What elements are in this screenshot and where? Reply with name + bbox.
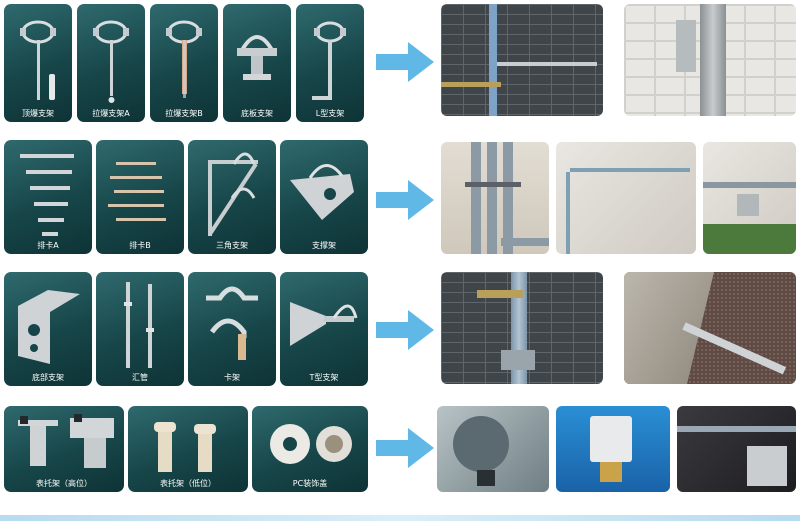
tile-label: 排卡B	[129, 241, 151, 250]
arrow-right-icon	[376, 180, 434, 220]
tile-label: PC装饰盖	[292, 479, 328, 488]
pull-expansion-bracket-a-icon	[93, 20, 129, 103]
installation-photo	[556, 142, 696, 254]
installation-photo	[437, 406, 549, 492]
tile-label: 排卡A	[37, 241, 59, 250]
tile-label: 卡架	[224, 373, 240, 382]
bottom-bracket-icon	[18, 290, 80, 364]
pull-expansion-bracket-b-icon	[166, 20, 202, 98]
product-tile-meter-low[interactable]: 表托架（低位）	[128, 406, 248, 492]
installation-photo	[556, 406, 670, 492]
tile-label: 底部支架	[32, 373, 64, 382]
product-tile-base-plate[interactable]: 底板支架	[223, 4, 291, 122]
tile-label: L型支架	[315, 109, 345, 118]
meter-bracket-high-icon	[18, 414, 114, 468]
tile-label: 底板支架	[241, 109, 273, 118]
installation-photo	[677, 406, 796, 492]
installation-photo	[703, 142, 796, 254]
arrow-right-icon	[376, 42, 434, 82]
product-tile-meter-high[interactable]: 表托架（高位）	[4, 406, 124, 492]
tile-label: 表托架（高位）	[36, 479, 92, 488]
decorative-bottom-band	[0, 515, 800, 521]
product-tile-row-clamp-b[interactable]: 排卡B	[96, 140, 184, 254]
meter-bracket-low-icon	[154, 422, 216, 472]
installation-photo	[624, 4, 796, 116]
product-tile-pull-expansion-a[interactable]: 拉爆支架A	[77, 4, 145, 122]
product-tile-l-bracket[interactable]: L型支架	[296, 4, 364, 122]
pc-decorative-cover-icon	[270, 424, 352, 464]
tile-label: 表托架（低位）	[160, 479, 216, 488]
tile-label: 顶爆支架	[22, 109, 54, 118]
base-plate-bracket-icon	[237, 35, 277, 80]
installation-photo	[441, 272, 603, 384]
row-clamp-b-icon	[108, 162, 166, 221]
tile-label: T型支架	[309, 373, 339, 382]
row-clamp-a-icon	[20, 154, 74, 236]
manifold-pipe-icon	[124, 282, 154, 368]
l-bracket-icon	[312, 21, 346, 100]
tile-label: 支撑架	[312, 241, 336, 250]
t-bracket-icon	[290, 302, 358, 346]
tile-label: 拉爆支架B	[165, 109, 203, 118]
product-tile-bottom-bracket[interactable]: 底部支架	[4, 272, 92, 386]
tile-label: 三角支架	[216, 241, 248, 250]
tile-label: 汇管	[132, 373, 148, 382]
product-tile-pull-expansion-b[interactable]: 拉爆支架B	[150, 4, 218, 122]
arrow-right-icon	[376, 428, 434, 468]
tile-label: 拉爆支架A	[92, 109, 130, 118]
installation-photo	[624, 272, 796, 384]
installation-photo	[441, 142, 549, 254]
installation-photo	[441, 4, 603, 116]
product-tile-pc-cover[interactable]: PC装饰盖	[252, 406, 368, 492]
top-expansion-bracket-icon	[20, 20, 56, 100]
product-tile-support-frame[interactable]: 支撑架	[280, 140, 368, 254]
product-tile-clip-bracket[interactable]: 卡架	[188, 272, 276, 386]
product-tile-t-bracket[interactable]: T型支架	[280, 272, 368, 386]
triangle-bracket-icon	[208, 152, 258, 236]
product-tile-top-expansion[interactable]: 顶爆支架	[4, 4, 72, 122]
support-frame-icon	[290, 164, 354, 220]
product-tile-triangle[interactable]: 三角支架	[188, 140, 276, 254]
arrow-right-icon	[376, 310, 434, 350]
clip-bracket-icon	[206, 286, 258, 360]
product-tile-manifold[interactable]: 汇管	[96, 272, 184, 386]
product-tile-row-clamp-a[interactable]: 排卡A	[4, 140, 92, 254]
